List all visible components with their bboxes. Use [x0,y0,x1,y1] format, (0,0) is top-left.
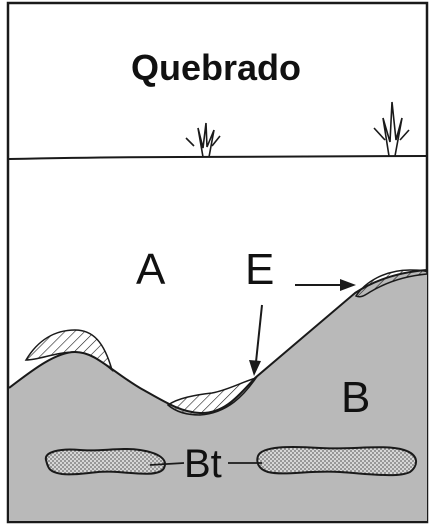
horizon-e-label: E [245,246,274,294]
bt-nodule-right [257,447,416,475]
bt-nodule-left [46,449,165,474]
diagram-title: Quebrado [96,46,336,90]
ground-surface-line [9,156,427,159]
horizon-a-label: A [136,246,165,294]
arrow-icon [295,279,356,291]
horizon-b-label: B [341,374,370,422]
grass-tuft-icon [186,123,220,157]
horizon-bt-label: Bt [184,440,222,488]
arrow-icon [249,305,262,376]
grass-tuft-icon [374,102,409,156]
